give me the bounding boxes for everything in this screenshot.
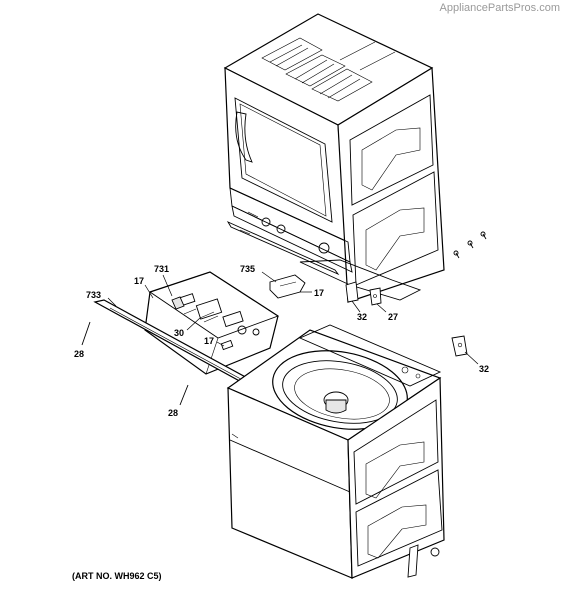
callout-28-right: 28: [168, 408, 178, 418]
art-number: (ART NO. WH962 C5): [72, 571, 162, 581]
connector-17: [220, 339, 234, 351]
bracket-735: [269, 274, 306, 299]
callout-leaders: [107, 271, 479, 365]
callout-30: 30: [174, 328, 184, 338]
hose-28-left: [81, 321, 91, 346]
callout-32-right: 32: [479, 364, 489, 374]
clip-27: [369, 287, 382, 306]
callout-32-upper: 32: [357, 312, 367, 322]
callout-735: 735: [240, 264, 255, 274]
washer-cabinet: [226, 324, 445, 579]
callout-17-right: 17: [314, 288, 324, 298]
watermark: AppliancePartsPros.com: [439, 2, 560, 14]
callout-17-upper-left: 17: [134, 276, 144, 286]
callout-733: 733: [86, 290, 101, 300]
callout-27: 27: [388, 312, 398, 322]
clip-32-upper: [345, 281, 359, 303]
front-rail: [226, 221, 340, 276]
control-board-assembly: [144, 271, 280, 375]
callout-28-left: 28: [74, 349, 84, 359]
callout-17-lower: 17: [204, 336, 214, 346]
dryer-cabinet: [223, 13, 487, 303]
clip-32-right: [451, 335, 468, 357]
hose-28-right: [179, 384, 189, 406]
callout-731: 731: [154, 264, 169, 274]
